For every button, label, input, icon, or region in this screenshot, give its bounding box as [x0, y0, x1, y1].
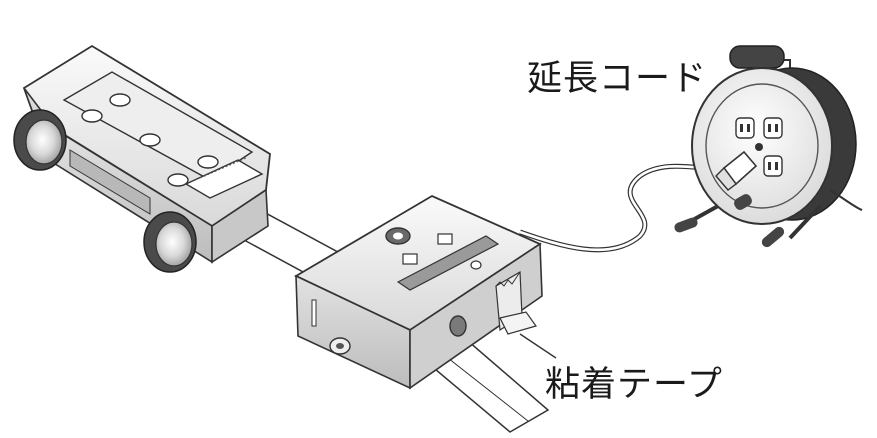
outlet-bottom [763, 155, 783, 177]
cart-device [22, 44, 271, 264]
reel-center-hub [755, 143, 763, 151]
outlet-top-left [735, 117, 755, 139]
wheel-rear [143, 211, 197, 273]
adhesive-tape [495, 270, 537, 335]
cable [519, 163, 733, 253]
extension-cord-label: 延長コード [527, 59, 708, 99]
outlet-top-right [763, 117, 783, 139]
tape-leader-line [519, 333, 557, 359]
wheel-front [13, 109, 67, 171]
adhesive-tape-label: 粘着テープ [545, 365, 723, 405]
plug [715, 150, 758, 191]
